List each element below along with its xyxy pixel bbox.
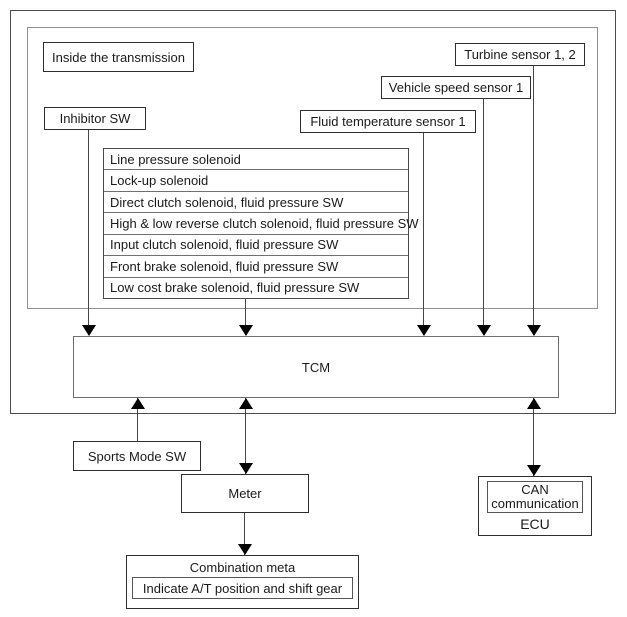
solenoid-row: Line pressure solenoid bbox=[104, 149, 408, 171]
line-tcm-ecu bbox=[533, 398, 534, 476]
solenoid-row-text: High & low reverse clutch solenoid, flui… bbox=[110, 215, 419, 231]
fluid-temp-sensor-text: Fluid temperature sensor 1 bbox=[310, 114, 466, 129]
line-vehicle-speed-to-tcm bbox=[483, 97, 484, 335]
can-communication-box: CAN communication bbox=[487, 481, 583, 513]
line-solenoids-to-tcm bbox=[245, 297, 246, 335]
arrowhead-ecu-down-icon bbox=[527, 465, 541, 476]
vehicle-speed-sensor-box: Vehicle speed sensor 1 bbox=[381, 76, 531, 99]
meter-box: Meter bbox=[181, 474, 309, 513]
solenoid-row-text: Low cost brake solenoid, fluid pressure … bbox=[110, 280, 360, 296]
inhibitor-sw-box: Inhibitor SW bbox=[44, 107, 146, 130]
sports-mode-sw-box: Sports Mode SW bbox=[73, 441, 201, 471]
vehicle-speed-sensor-text: Vehicle speed sensor 1 bbox=[388, 80, 524, 95]
inside-transmission-text: Inside the transmission bbox=[52, 49, 185, 65]
solenoid-row: High & low reverse clutch solenoid, flui… bbox=[104, 213, 419, 235]
line-tcm-meter bbox=[245, 398, 246, 474]
can-communication-line2: communication bbox=[491, 496, 579, 511]
sports-mode-sw-text: Sports Mode SW bbox=[87, 448, 187, 464]
solenoid-row-text: Input clutch solenoid, fluid pressure SW bbox=[110, 237, 339, 253]
line-sports-to-tcm bbox=[137, 398, 138, 441]
solenoid-row-text: Direct clutch solenoid, fluid pressure S… bbox=[110, 194, 344, 210]
tcm-box: TCM bbox=[73, 336, 559, 398]
arrowhead-inhibitor-icon bbox=[82, 325, 96, 336]
arrowhead-fluid-temp-icon bbox=[417, 325, 431, 336]
arrowhead-solenoids-icon bbox=[239, 325, 253, 336]
inside-transmission-frame bbox=[27, 27, 598, 309]
arrowhead-turbine-icon bbox=[527, 325, 541, 336]
solenoid-row: Lock-up solenoid bbox=[104, 170, 408, 192]
turbine-sensor-box: Turbine sensor 1, 2 bbox=[455, 43, 585, 66]
solenoid-row-text: Front brake solenoid, fluid pressure SW bbox=[110, 258, 339, 274]
arrowhead-meter-down-icon bbox=[239, 463, 253, 474]
solenoid-row: Front brake solenoid, fluid pressure SW bbox=[104, 256, 408, 278]
solenoid-row: Input clutch solenoid, fluid pressure SW bbox=[104, 235, 408, 257]
arrowhead-vehicle-speed-icon bbox=[477, 325, 491, 336]
arrowhead-sports-up-icon bbox=[131, 398, 145, 409]
solenoid-row: Low cost brake solenoid, fluid pressure … bbox=[104, 278, 408, 298]
meter-text: Meter bbox=[228, 486, 262, 501]
arrowhead-combination-icon bbox=[238, 544, 252, 555]
line-fluid-temp-to-tcm bbox=[423, 131, 424, 335]
outer-frame bbox=[10, 10, 616, 414]
ecu-label: ECU bbox=[520, 516, 550, 532]
turbine-sensor-text: Turbine sensor 1, 2 bbox=[464, 47, 576, 62]
fluid-temp-sensor-box: Fluid temperature sensor 1 bbox=[300, 110, 476, 133]
can-communication-line1: CAN bbox=[521, 482, 549, 497]
inhibitor-sw-text: Inhibitor SW bbox=[59, 111, 131, 126]
solenoid-group-box: Line pressure solenoid Lock-up solenoid … bbox=[103, 148, 419, 299]
solenoid-row-text: Line pressure solenoid bbox=[110, 151, 241, 167]
solenoid-row: Direct clutch solenoid, fluid pressure S… bbox=[104, 192, 408, 214]
combination-meter-note-text: Indicate A/T position and shift gear bbox=[142, 580, 343, 596]
combination-meter-box: Combination meta Indicate A/T position a… bbox=[126, 555, 359, 609]
line-inhibitor-to-tcm bbox=[88, 128, 89, 335]
arrowhead-ecu-up-icon bbox=[527, 398, 541, 409]
tcm-text: TCM bbox=[301, 359, 331, 375]
arrowhead-meter-up-icon bbox=[239, 398, 253, 409]
ecu-box: CAN communication ECU bbox=[478, 476, 592, 536]
line-turbine-to-tcm bbox=[533, 64, 534, 335]
solenoid-row-text: Lock-up solenoid bbox=[110, 173, 209, 189]
combination-meter-note-box: Indicate A/T position and shift gear bbox=[132, 577, 353, 599]
combination-meter-title: Combination meta bbox=[189, 560, 296, 575]
line-meter-to-combination bbox=[244, 511, 245, 555]
inside-transmission-label: Inside the transmission bbox=[43, 42, 194, 72]
